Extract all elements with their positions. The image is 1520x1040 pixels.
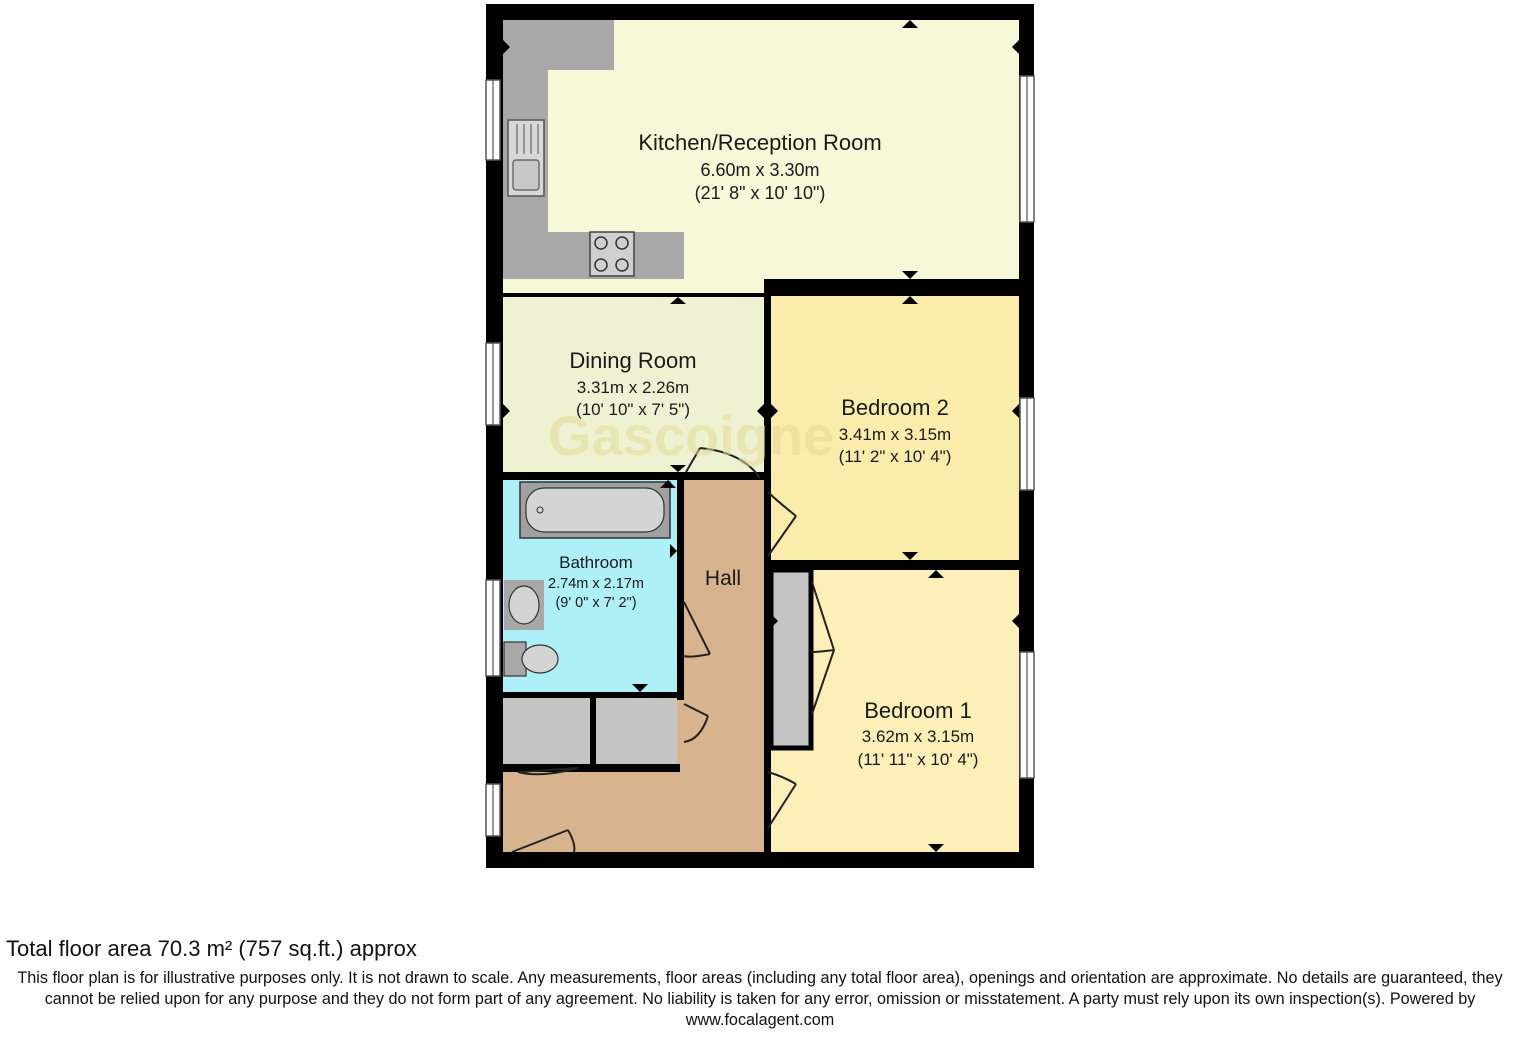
bath-inner: [525, 487, 665, 533]
wall: [764, 472, 771, 480]
wall: [590, 698, 596, 772]
sink-drainer-lines: [516, 124, 539, 154]
wardrobe: [768, 567, 814, 751]
dining-room-imperial: (10' 10" x 7' 5"): [576, 400, 690, 419]
bathroom-name: Bathroom: [559, 553, 633, 572]
dining-room-metric: 3.31m x 2.26m: [577, 378, 689, 397]
kitchen-reception-room-name: Kitchen/Reception Room: [638, 130, 881, 155]
wall: [677, 472, 684, 544]
bathroom-metric: 2.74m x 2.17m: [548, 576, 644, 592]
window-mullions: [492, 76, 1028, 836]
bedroom-2-metric: 3.41m x 3.15m: [839, 425, 951, 444]
dimension-markers: [503, 20, 1019, 852]
bedroom-2-floor: [771, 296, 1019, 560]
cupboard: [503, 698, 590, 764]
bedroom-1-imperial: (11' 11" x 10' 4"): [858, 750, 979, 769]
cupboard: [596, 698, 677, 764]
hob-rings: [594, 236, 629, 272]
bath-plug: [536, 506, 544, 514]
wall: [503, 764, 593, 772]
wall: [764, 828, 771, 852]
kitchen-reception-room-metric: 6.60m x 3.30m: [700, 160, 819, 180]
bedroom-2-name: Bedroom 2: [841, 395, 949, 420]
bedroom-1-name: Bedroom 1: [864, 698, 972, 723]
bathroom-imperial: (9' 0" x 7' 2"): [555, 595, 636, 611]
toilet-bowl: [521, 644, 559, 674]
bedroom-2-imperial: (11' 2" x 10' 4"): [839, 447, 952, 466]
bedroom-1-metric: 3.62m x 3.15m: [862, 727, 974, 746]
basin-bowl: [508, 585, 540, 625]
wall: [677, 656, 684, 700]
floor-plan: Gascoigne Kitchen/Reception Room 6.60m x…: [485, 4, 1035, 868]
kitchen-reception-room-imperial: (21' 8" x 10' 10"): [695, 183, 826, 203]
wall: [764, 279, 1019, 296]
hall-floor: [503, 480, 764, 852]
total-floor-area: Total floor area 70.3 m² (757 sq.ft.) ap…: [6, 936, 417, 961]
dining-room-name: Dining Room: [569, 348, 696, 373]
doors: [511, 447, 835, 853]
watermark: Gascoigne: [548, 404, 834, 467]
hall-name: Hall: [705, 567, 741, 590]
dining-room-floor: [503, 297, 764, 472]
wall: [503, 472, 686, 480]
wall: [764, 560, 1019, 570]
disclaimer-text: This floor plan is for illustrative purp…: [17, 969, 1503, 1029]
sink-bowl: [512, 159, 540, 191]
wall: [503, 692, 684, 698]
kitchen-reception-floor: [503, 20, 1019, 293]
wall: [764, 279, 771, 479]
wall: [764, 522, 771, 562]
wall: [764, 570, 771, 770]
wall: [590, 764, 680, 772]
